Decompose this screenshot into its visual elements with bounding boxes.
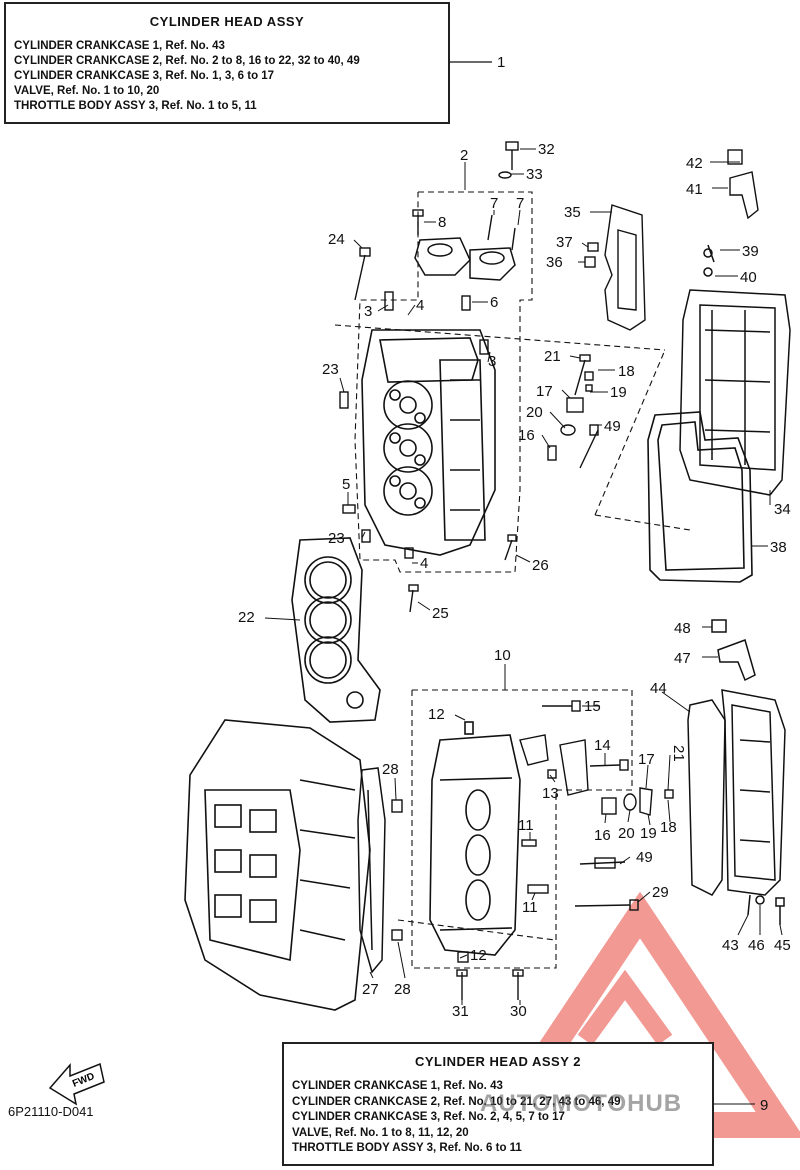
ref-9: 9 bbox=[760, 1097, 768, 1114]
callout-20b: 20 bbox=[618, 825, 635, 842]
callout-6: 6 bbox=[490, 294, 498, 311]
callout-16b: 16 bbox=[594, 827, 611, 844]
callout-10: 10 bbox=[494, 647, 511, 664]
callout-42: 42 bbox=[686, 155, 703, 172]
cylinder-head-assy-2-box: CYLINDER HEAD ASSY 2 CYLINDER CRANKCASE … bbox=[282, 1042, 714, 1166]
cylinder-head-assy-box: CYLINDER HEAD ASSY CYLINDER CRANKCASE 1,… bbox=[4, 2, 450, 124]
callout-41: 41 bbox=[686, 181, 703, 198]
callout-36: 36 bbox=[546, 254, 563, 271]
box-line: CYLINDER CRANKCASE 3, Ref. No. 1, 3, 6 t… bbox=[14, 70, 275, 82]
callout-23b: 23 bbox=[328, 530, 345, 547]
lower-fasteners bbox=[391, 700, 674, 1000]
callout-8: 8 bbox=[438, 214, 446, 231]
callout-12b: 12 bbox=[470, 947, 487, 964]
callout-numbers: 1 9 32 33 2 42 41 8 7 7 35 24 37 36 39 4… bbox=[238, 54, 791, 1114]
thermostat-cover bbox=[584, 204, 646, 331]
watermark-text: AUTOMOTOHUB bbox=[480, 1090, 683, 1117]
box-line: VALVE, Ref. No. 1 to 10, 20 bbox=[14, 85, 160, 97]
callout-3b: 3 bbox=[488, 353, 496, 370]
callout-14: 14 bbox=[594, 737, 611, 754]
callout-21a: 21 bbox=[544, 348, 561, 365]
fwd-arrow-icon: FWD bbox=[48, 1062, 105, 1106]
box-line: THROTTLE BODY ASSY 3, Ref. No. 1 to 5, 1… bbox=[14, 100, 257, 112]
callout-19b: 19 bbox=[640, 825, 657, 842]
callout-7a: 7 bbox=[490, 195, 498, 212]
callout-12a: 12 bbox=[428, 706, 445, 723]
callout-49b: 49 bbox=[636, 849, 653, 866]
camshaft-cap bbox=[414, 237, 516, 281]
callout-21b: 21 bbox=[670, 745, 687, 762]
callout-26: 26 bbox=[532, 557, 549, 574]
callout-15: 15 bbox=[584, 698, 601, 715]
callout-30: 30 bbox=[510, 1003, 527, 1020]
callout-28a: 28 bbox=[382, 761, 399, 778]
callout-18b: 18 bbox=[660, 819, 677, 836]
callout-22: 22 bbox=[238, 609, 255, 626]
callout-49a: 49 bbox=[604, 418, 621, 435]
callout-38: 38 bbox=[770, 539, 787, 556]
callout-13: 13 bbox=[542, 785, 559, 802]
box-line: CYLINDER CRANKCASE 3, Ref. No. 2, 4, 5, … bbox=[292, 1111, 565, 1123]
callout-17b: 17 bbox=[638, 751, 655, 768]
upper-cylinder-head bbox=[361, 329, 496, 556]
callout-40: 40 bbox=[740, 269, 757, 286]
upper-fasteners bbox=[339, 141, 599, 613]
callout-25: 25 bbox=[432, 605, 449, 622]
callout-35: 35 bbox=[564, 204, 581, 221]
callout-17a: 17 bbox=[536, 383, 553, 400]
lower-cylinder-head bbox=[429, 721, 521, 956]
drawing-code: 6P21110-D041 bbox=[8, 1104, 94, 1119]
box-line: CYLINDER CRANKCASE 2, Ref. No. 10 to 21,… bbox=[292, 1095, 621, 1108]
callout-3a: 3 bbox=[364, 303, 372, 320]
box-title: CYLINDER HEAD ASSY 2 bbox=[414, 1054, 582, 1069]
callout-43: 43 bbox=[722, 937, 739, 954]
callout-44: 44 bbox=[650, 680, 667, 697]
bracket-41-42 bbox=[727, 149, 759, 220]
callout-46: 46 bbox=[748, 937, 765, 954]
lower-assembly-dashed-box bbox=[397, 689, 633, 969]
callout-34: 34 bbox=[774, 501, 791, 518]
callout-28b: 28 bbox=[394, 981, 411, 998]
callout-45: 45 bbox=[774, 937, 791, 954]
callout-33: 33 bbox=[526, 166, 543, 183]
cylinder-block bbox=[184, 719, 371, 1011]
callout-23a: 23 bbox=[322, 361, 339, 378]
callout-39: 39 bbox=[742, 243, 759, 260]
box-title: CYLINDER HEAD ASSY bbox=[149, 14, 305, 29]
box-line: VALVE, Ref. No. 1 to 8, 11, 12, 20 bbox=[292, 1126, 469, 1139]
callout-leaders bbox=[264, 148, 783, 1105]
callout-2: 2 bbox=[460, 147, 468, 164]
box-line: THROTTLE BODY ASSY 3, Ref. No. 6 to 11 bbox=[292, 1142, 522, 1154]
callout-37: 37 bbox=[556, 234, 573, 251]
callout-4b: 4 bbox=[420, 555, 428, 572]
head-cover-lower bbox=[687, 619, 786, 925]
callout-7b: 7 bbox=[516, 195, 524, 212]
callout-11b: 11 bbox=[522, 899, 538, 916]
head-cover-upper bbox=[679, 244, 791, 496]
callout-19a: 19 bbox=[610, 384, 627, 401]
callout-18a: 18 bbox=[618, 363, 635, 380]
callout-32: 32 bbox=[538, 141, 555, 158]
box-line: CYLINDER CRANKCASE 1, Ref. No. 43 bbox=[292, 1080, 503, 1092]
callout-11a: 11 bbox=[518, 817, 534, 834]
head-gasket-lower bbox=[357, 767, 386, 974]
upper-assembly-dashed-box bbox=[334, 191, 691, 573]
callout-5: 5 bbox=[342, 476, 350, 493]
head-cover-gasket-upper bbox=[647, 411, 753, 583]
callout-16a: 16 bbox=[518, 427, 535, 444]
callout-27: 27 bbox=[362, 981, 379, 998]
callout-29: 29 bbox=[652, 884, 669, 901]
callout-31: 31 bbox=[452, 1003, 469, 1020]
callout-20a: 20 bbox=[526, 404, 543, 421]
callout-47: 47 bbox=[674, 650, 691, 667]
box-line: CYLINDER CRANKCASE 1, Ref. No. 43 bbox=[14, 40, 225, 52]
callout-24: 24 bbox=[328, 231, 345, 248]
callout-4a: 4 bbox=[416, 297, 424, 314]
callout-48: 48 bbox=[674, 620, 691, 637]
cylinder-head-gasket bbox=[291, 537, 381, 723]
box-line: CYLINDER CRANKCASE 2, Ref. No. 2 to 8, 1… bbox=[14, 55, 360, 67]
ref-1: 1 bbox=[497, 54, 505, 71]
